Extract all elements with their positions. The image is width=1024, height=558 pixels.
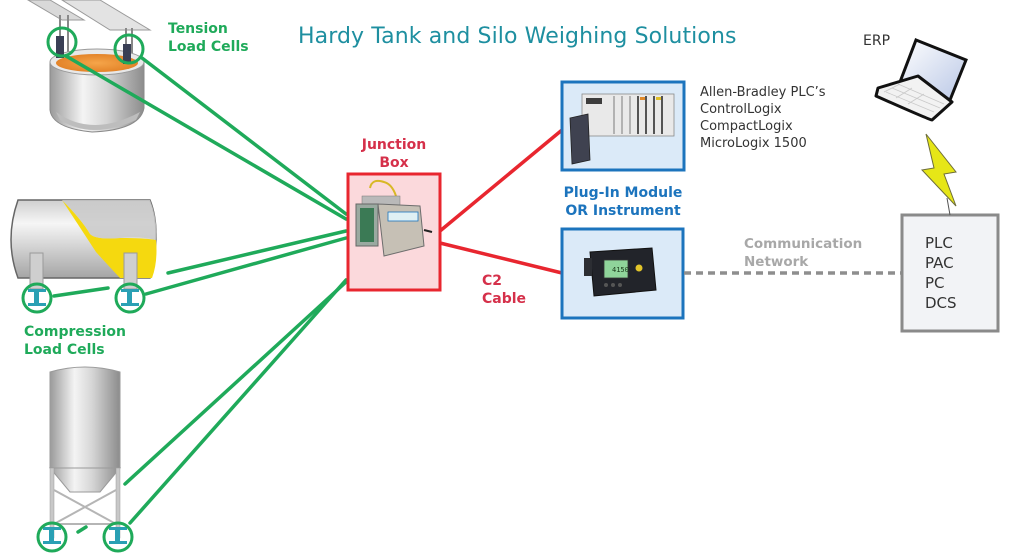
compression-load-cells-label: Compression Load Cells [24,323,126,359]
diagram-title: Hardy Tank and Silo Weighing Solutions [298,24,737,49]
plc-module-box [560,80,686,172]
plc-model: CompactLogix [700,119,793,134]
compression-label-line-1: Compression [24,324,126,340]
c2-cable-to-plc [438,128,564,233]
plc-model: Allen-Bradley PLC’s [700,85,826,100]
c2-label-line-2: Cable [482,291,527,307]
wire [140,56,348,216]
wire [123,280,348,486]
tension-tank [27,0,152,133]
silo-load-cell-2 [102,521,134,553]
compression-load-cell-1 [21,282,53,314]
silo-load-cell-1 [36,521,68,553]
tension-label-line-2: Load Cells [168,39,249,55]
compression-load-cell-2 [114,282,146,314]
plug-in-module-label: Plug-In Module OR Instrument [560,184,686,220]
load-cell-wires [52,54,348,534]
instrument-box: 4150 [560,227,685,320]
weight-instrument-image: 4150 [584,247,657,297]
load-cell-icon [28,289,46,306]
silo [36,366,134,553]
instrument-display: 4150 [612,266,629,274]
erp-label: ERP [863,33,891,49]
comm-label-line-2: Network [744,254,809,270]
wireless-lightning-icon [920,133,957,216]
wire [64,54,348,221]
tension-label-line-1: Tension [168,21,228,37]
control-system-list: PLC PAC PC DCS [925,233,957,313]
control-system-item: PAC [925,254,954,272]
control-system-box [900,213,1000,333]
plc-rack-image [569,93,675,165]
plc-model: MicroLogix 1500 [700,136,807,151]
wire [144,236,348,296]
communication-network-label: Communication Network [744,235,862,271]
horizontal-tank [10,199,157,314]
load-cell-icon [43,527,61,544]
wire [52,286,110,298]
tension-load-cells-label: Tension Load Cells [168,20,249,56]
control-system-item: PC [925,274,945,292]
wire [76,525,88,534]
wire [128,278,348,525]
load-cell-icon [121,289,139,306]
c2-cable-label: C2 Cable [482,272,526,308]
c2-cable-to-instrument [439,241,563,275]
plug-in-label-line-2: OR Instrument [565,203,681,219]
c2-cables [438,128,564,275]
control-system-item: PLC [925,234,953,252]
control-system-item: DCS [925,294,957,312]
comm-label-line-1: Communication [744,236,863,252]
wire [166,229,348,275]
junction-box-label: Junction Box [356,136,432,172]
c2-label-line-1: C2 [482,273,503,289]
plug-in-label-line-1: Plug-In Module [563,185,683,201]
junction-label-line-2: Box [379,155,409,171]
plc-model: ControlLogix [700,102,782,117]
junction-label-line-1: Junction [361,137,427,153]
junction-box-image [355,179,433,257]
tension-load-cell-2 [113,33,145,65]
laptop-icon [874,38,968,122]
load-cell-icon [109,527,127,544]
compression-label-line-2: Load Cells [24,342,105,358]
plc-models-list: Allen-Bradley PLC’s ControlLogix Compact… [700,84,826,152]
junction-box [346,172,442,292]
tension-load-cell-1 [46,26,78,58]
